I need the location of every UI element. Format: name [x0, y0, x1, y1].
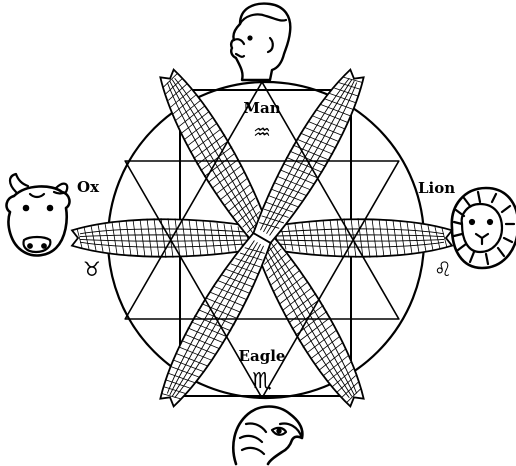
scorpio-symbol: ♏	[252, 369, 272, 394]
eagle-label: Eagle	[239, 347, 286, 365]
lion-head-icon	[452, 188, 516, 268]
ox-label: Ox	[77, 178, 100, 196]
lion-label: Lion	[418, 179, 455, 197]
leo-symbol: ♌	[434, 257, 452, 281]
man-head-icon	[231, 4, 290, 80]
ox-head-icon	[7, 174, 70, 255]
eagle-head-icon	[233, 407, 302, 465]
taurus-symbol: ♉	[83, 257, 101, 281]
wing-0	[262, 218, 452, 258]
man-label: Man	[243, 99, 280, 117]
aquarius-symbol: ♒	[253, 120, 271, 144]
wing-1	[72, 218, 262, 258]
